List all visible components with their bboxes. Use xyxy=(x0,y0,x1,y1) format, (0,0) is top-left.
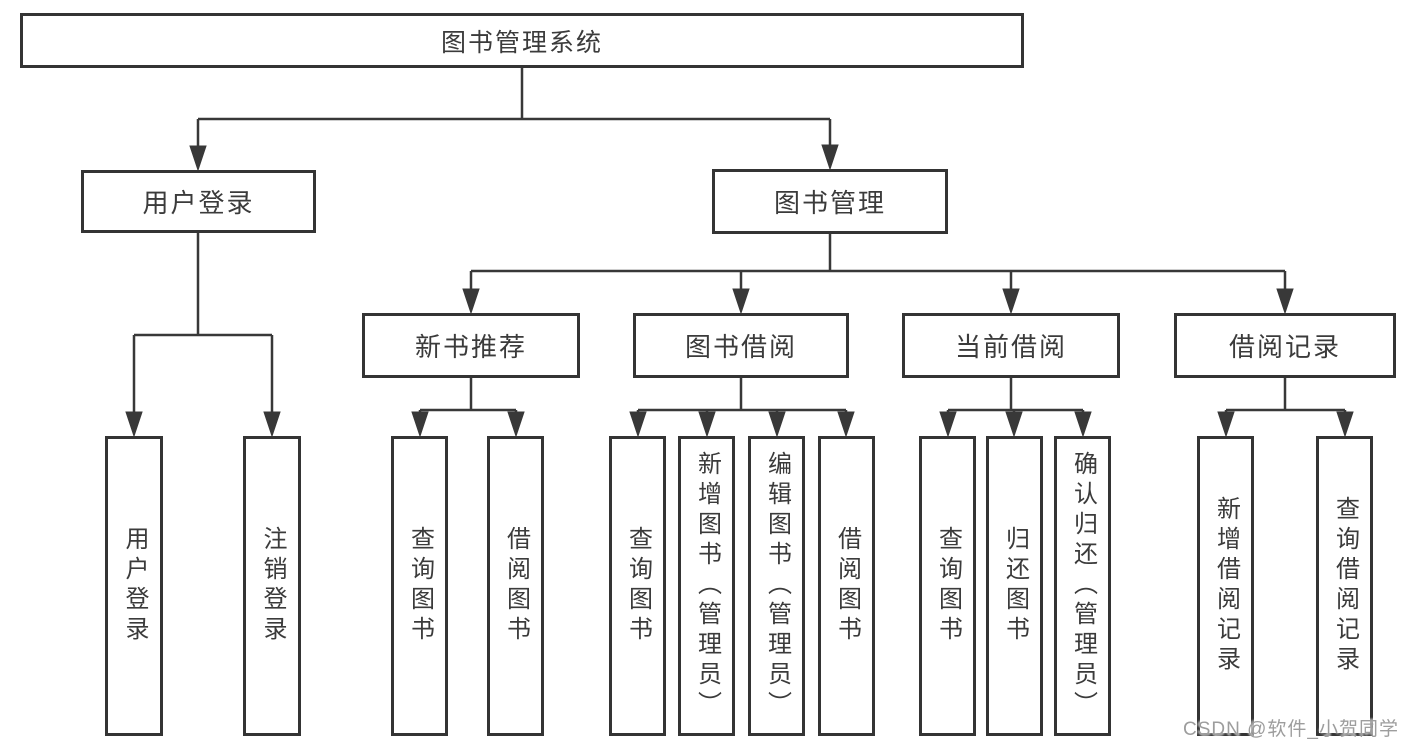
node-current-borrowing: 当前借阅 xyxy=(902,313,1120,378)
leaf-add-borrow-record: 新增借阅记录 xyxy=(1197,436,1254,736)
leaf-query-books-recommend-label: 查询图书 xyxy=(406,526,434,646)
node-current-borrowing-label: 当前借阅 xyxy=(954,332,1067,362)
node-book-management-label: 图书管理 xyxy=(773,188,886,218)
leaf-query-books-current: 查询图书 xyxy=(919,436,976,736)
watermark: CSDN @软件_小贺同学 xyxy=(1183,719,1399,740)
leaf-confirm-return-admin: 确认归还（管理员） xyxy=(1054,436,1111,736)
leaf-query-borrow-record-label: 查询借阅记录 xyxy=(1331,496,1359,676)
leaf-user-login-label: 用户登录 xyxy=(121,526,148,646)
node-user-login-label: 用户登录 xyxy=(142,188,255,218)
leaf-borrow-books-recommend-label: 借阅图书 xyxy=(502,526,530,646)
leaf-add-borrow-record-label: 新增借阅记录 xyxy=(1212,496,1240,676)
node-book-management: 图书管理 xyxy=(712,169,948,234)
node-borrowing-records: 借阅记录 xyxy=(1174,313,1396,378)
node-book-borrowing-label: 图书借阅 xyxy=(684,332,797,362)
leaf-edit-books-admin-label: 编辑图书（管理员） xyxy=(763,451,791,721)
leaf-user-login: 用户登录 xyxy=(105,436,163,736)
leaf-add-books-admin: 新增图书（管理员） xyxy=(678,436,735,736)
leaf-borrow-books-borrowing: 借阅图书 xyxy=(818,436,875,736)
node-root: 图书管理系统 xyxy=(20,13,1024,68)
leaf-logout: 注销登录 xyxy=(243,436,301,736)
node-book-borrowing: 图书借阅 xyxy=(633,313,849,378)
leaf-confirm-return-admin-label: 确认归还（管理员） xyxy=(1069,451,1097,721)
node-user-login: 用户登录 xyxy=(81,170,316,233)
leaf-borrow-books-recommend: 借阅图书 xyxy=(487,436,544,736)
leaf-edit-books-admin: 编辑图书（管理员） xyxy=(748,436,805,736)
node-root-label: 图书管理系统 xyxy=(440,28,603,57)
leaf-query-books-recommend: 查询图书 xyxy=(391,436,448,736)
leaf-logout-label: 注销登录 xyxy=(259,526,286,646)
leaf-query-books-borrowing: 查询图书 xyxy=(609,436,666,736)
leaf-query-books-borrowing-label: 查询图书 xyxy=(624,526,652,646)
node-borrowing-records-label: 借阅记录 xyxy=(1228,332,1341,362)
leaf-return-books: 归还图书 xyxy=(986,436,1043,736)
leaf-borrow-books-borrowing-label: 借阅图书 xyxy=(833,526,861,646)
node-new-book-recommend: 新书推荐 xyxy=(362,313,580,378)
leaf-query-borrow-record: 查询借阅记录 xyxy=(1316,436,1373,736)
leaf-return-books-label: 归还图书 xyxy=(1001,526,1029,646)
node-new-book-recommend-label: 新书推荐 xyxy=(414,332,527,362)
leaf-query-books-current-label: 查询图书 xyxy=(934,526,962,646)
leaf-add-books-admin-label: 新增图书（管理员） xyxy=(693,451,721,721)
